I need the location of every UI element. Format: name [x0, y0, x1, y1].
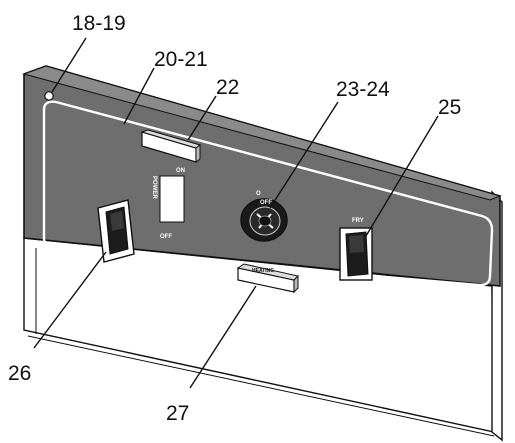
- thermostat-knob[interactable]: [240, 198, 288, 242]
- heating-indicator-light: [236, 263, 299, 294]
- label-power: POWER: [151, 176, 157, 199]
- label-knob-off: OFF: [260, 200, 272, 206]
- label-heating: HEATING: [252, 268, 274, 274]
- leader-20-21: [123, 67, 155, 125]
- leader-27: [189, 285, 257, 389]
- leader-23-24: [269, 101, 339, 209]
- label-melt: MELT: [350, 290, 366, 296]
- callout-22: 22: [216, 76, 239, 99]
- mounting-hole: [44, 91, 54, 101]
- decal-border: [42, 100, 494, 287]
- power-rocker-switch[interactable]: [97, 199, 135, 263]
- callout-26: 26: [8, 362, 31, 385]
- label-off: OFF: [160, 234, 172, 240]
- leader-22: [187, 95, 217, 141]
- callout-18-19: 18-19: [72, 12, 126, 35]
- leader-18-19: [51, 37, 87, 93]
- power-indicator-light: [140, 129, 202, 163]
- callout-23-24: 23-24: [336, 78, 390, 101]
- callout-25: 25: [438, 96, 461, 119]
- panel-top-lip: [22, 65, 502, 201]
- callout-27: 27: [166, 402, 189, 425]
- label-fry: FRY: [352, 218, 364, 224]
- label-on: ON: [176, 168, 185, 174]
- power-legend-plate: [159, 175, 185, 223]
- panel-lower-bottom-edge: [27, 335, 495, 437]
- leader-25: [365, 115, 439, 237]
- label-knob-o: O: [256, 191, 261, 197]
- leader-26: [33, 251, 107, 349]
- callout-20-21: 20-21: [154, 48, 208, 71]
- fry-melt-rocker-switch[interactable]: [339, 227, 373, 281]
